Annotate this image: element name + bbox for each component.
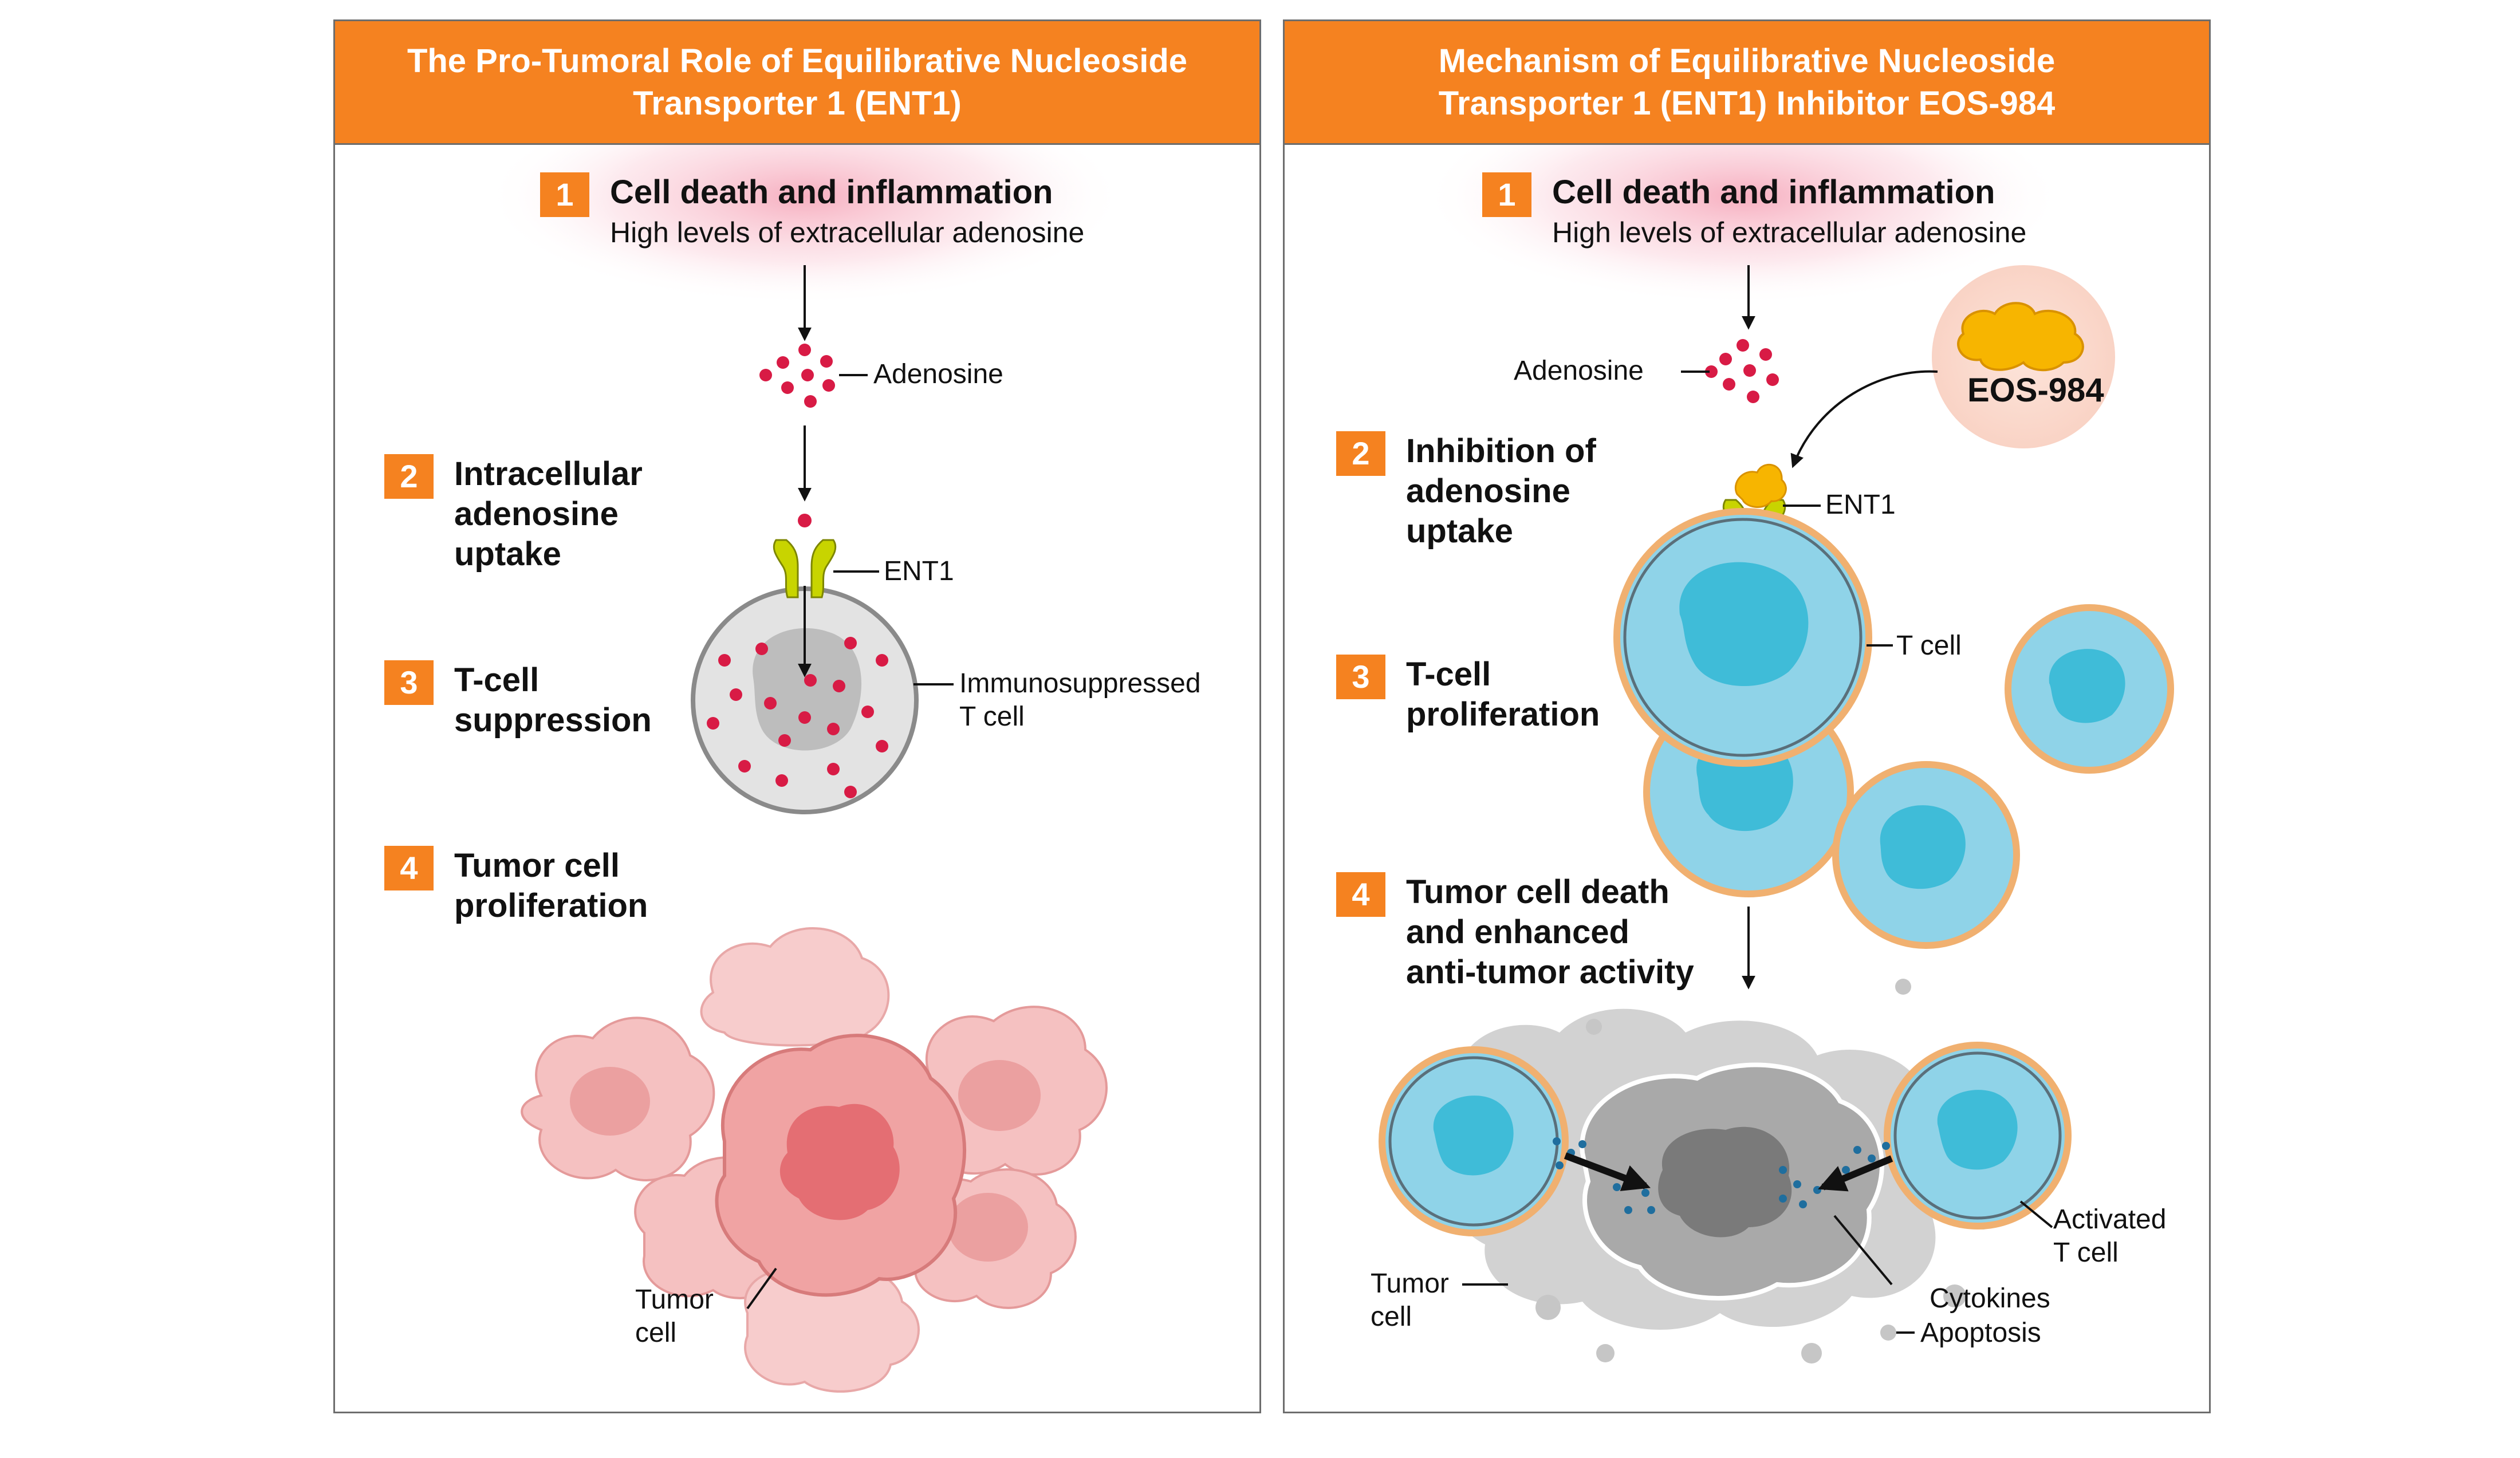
left-step-1: 1 Cell death and inflammation High level… (540, 172, 1084, 251)
left-tcell-label-1: Immunosuppressed (959, 668, 1201, 699)
left-step-4: 4 Tumor cell proliferation (384, 846, 648, 926)
apoptosis-body (1880, 1325, 1896, 1341)
right-step-4-title-1: Tumor cell death (1406, 873, 1670, 911)
adenosine-cluster-right (1705, 339, 1779, 403)
activated-tcell-label-2: T cell (2053, 1238, 2119, 1268)
left-step-1-subtitle: High levels of extracellular adenosine (610, 216, 1085, 249)
left-step-2-title-3: uptake (454, 535, 561, 573)
tcell-nucleus (753, 628, 862, 751)
right-step-3: 3 T-cell proliferation (1336, 655, 1600, 735)
right-step-2-title-2: adenosine (1406, 472, 1570, 510)
left-panel: The Pro-Tumoral Role of Equilibrative Nu… (333, 19, 1261, 1413)
left-diagram-art (484, 145, 1125, 1393)
cytokines-leader (1833, 1215, 1893, 1286)
activated-tcell-leader (2019, 1200, 2053, 1228)
activated-tcells (1379, 1042, 2072, 1236)
right-step-4-badge: 4 (1336, 872, 1385, 917)
left-step-4-badge: 4 (384, 846, 434, 890)
right-step-2-badge: 2 (1336, 431, 1385, 476)
right-header-line-1: Mechanism of Equilibrative Nucleoside (1438, 42, 2056, 80)
right-step-3-badge: 3 (1336, 655, 1385, 699)
left-step-2-title-2: adenosine (454, 495, 619, 533)
proliferating-tcells (1613, 508, 2174, 949)
inflammation-glow (484, 145, 1125, 305)
left-step-2: 2 Intracellular adenosine uptake (384, 454, 643, 574)
right-panel-header: Mechanism of Equilibrative Nucleoside Tr… (1285, 21, 2209, 145)
left-tumor-label-1: Tumor (635, 1284, 714, 1315)
right-step-4-title-2: and enhanced (1406, 913, 1629, 951)
drug-bound-ent1 (1735, 463, 1787, 509)
left-tumor-label-2: cell (635, 1318, 677, 1348)
ent1-transporter (773, 539, 837, 598)
apoptotic-tumor (1444, 979, 1991, 1364)
intracellular-adenosine (707, 637, 888, 798)
apoptosis-label: Apoptosis (1920, 1318, 2041, 1348)
right-step-4: 4 Tumor cell death and enhanced anti-tum… (1336, 872, 1694, 992)
right-ent1-label: ENT1 (1825, 490, 1896, 520)
left-header-line-1: The Pro-Tumoral Role of Equilibrative Nu… (407, 42, 1188, 80)
left-ent1-label: ENT1 (884, 556, 954, 586)
left-step-1-badge: 1 (540, 172, 589, 217)
eos984-molecule-icon (1957, 302, 2084, 372)
right-step-3-title-2: proliferation (1406, 696, 1600, 733)
activated-tcell-label-1: Activated (2053, 1204, 2167, 1235)
eos984-label: EOS-984 (1967, 372, 2104, 409)
right-header-line-2: Transporter 1 (ENT1) Inhibitor EOS-984 (1438, 84, 2056, 122)
left-step-3-title-1: T-cell (454, 661, 540, 699)
arrow-right-tcell-to-tumor (1818, 1155, 1893, 1192)
left-step-2-badge: 2 (384, 454, 434, 499)
left-header-line-2: Transporter 1 (ENT1) (633, 84, 962, 122)
right-step-2-title-3: uptake (1406, 513, 1513, 550)
tumor-leader (746, 1267, 777, 1310)
adenosine-molecule (798, 514, 812, 527)
left-tcell-label-2: T cell (959, 702, 1025, 732)
inflammation-glow-right (1422, 145, 2064, 305)
right-step-4-title-3: anti-tumor activity (1406, 953, 1694, 991)
right-diagram-art (1379, 145, 2174, 1364)
right-tumor-label-1: Tumor (1371, 1268, 1449, 1299)
right-step-1: 1 Cell death and inflammation High level… (1482, 172, 2026, 251)
right-tumor-label-2: cell (1371, 1302, 1412, 1332)
right-adenosine-label: Adenosine (1514, 356, 1644, 386)
right-tcell-label: T cell (1896, 631, 1962, 661)
right-step-3-title-1: T-cell (1406, 656, 1491, 693)
right-diagram: 1 Cell death and inflammation High level… (1285, 145, 2209, 1412)
right-step-2: 2 Inhibition of adenosine uptake (1336, 431, 1596, 551)
arrow-drug-to-ent1 (1790, 370, 1938, 468)
left-step-1-title: Cell death and inflammation (610, 174, 1053, 211)
tumor-cluster (521, 927, 1108, 1393)
right-step-1-title: Cell death and inflammation (1552, 174, 1995, 211)
adenosine-cluster (759, 344, 835, 408)
right-panel: Mechanism of Equilibrative Nucleoside Tr… (1283, 19, 2211, 1413)
arrow-left-tcell-to-tumor (1564, 1152, 1651, 1191)
left-step-3-title-2: suppression (454, 702, 652, 739)
left-panel-header: The Pro-Tumoral Role of Equilibrative Nu… (335, 21, 1259, 145)
left-step-2-title-1: Intracellular (454, 455, 643, 492)
cytokines-label: Cytokines (1930, 1283, 2050, 1314)
left-step-4-title-2: proliferation (454, 887, 648, 924)
left-diagram: 1 Cell death and inflammation High level… (335, 145, 1259, 1412)
right-step-1-subtitle: High levels of extracellular adenosine (1552, 216, 2027, 249)
left-step-4-title-1: Tumor cell (454, 847, 620, 884)
left-step-3: 3 T-cell suppression (384, 660, 652, 740)
right-step-1-badge: 1 (1482, 172, 1531, 217)
left-step-3-badge: 3 (384, 660, 434, 705)
right-step-2-title-1: Inhibition of (1406, 432, 1596, 470)
left-adenosine-label: Adenosine (873, 359, 1003, 389)
